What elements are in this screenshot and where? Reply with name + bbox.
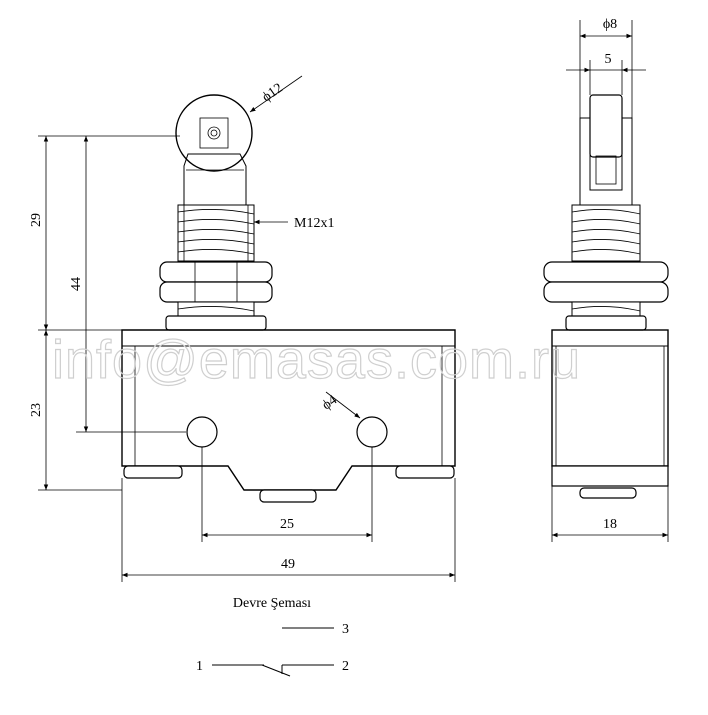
nut-lower xyxy=(159,281,273,303)
side-view xyxy=(543,20,669,542)
roller-circle xyxy=(175,94,253,172)
front-view xyxy=(38,75,456,582)
thread xyxy=(177,204,255,262)
terminal-3: 3 xyxy=(342,622,349,637)
side-roller xyxy=(589,94,623,158)
schema-title: Devre Şeması xyxy=(233,596,311,611)
terminal-1: 1 xyxy=(196,659,203,674)
dim-hole-diameter: ϕ4 xyxy=(320,393,340,414)
terminal-2: 2 xyxy=(342,659,349,674)
mount-hole-right xyxy=(356,416,388,448)
dim-side-roller-width: 5 xyxy=(605,52,612,67)
circuit-schema xyxy=(212,627,334,677)
dim-height-upper: 29 xyxy=(29,213,44,227)
roller-axle-block xyxy=(199,117,229,149)
dim-side-roller-diameter: ϕ8 xyxy=(603,17,617,32)
dim-hole-spacing: 25 xyxy=(280,517,294,532)
mount-hole-left xyxy=(186,416,218,448)
dim-thread: M12x1 xyxy=(294,216,334,231)
nut-upper xyxy=(159,261,273,283)
dim-body-height: 23 xyxy=(29,403,44,417)
dim-roller-diameter: ϕ12 xyxy=(260,81,286,106)
dim-height-total: 44 xyxy=(69,277,84,291)
watermark: info@emasas.com.ru xyxy=(52,330,581,390)
plunger xyxy=(183,153,247,206)
dim-body-width: 49 xyxy=(281,557,295,572)
dim-side-body-width: 18 xyxy=(603,517,617,532)
